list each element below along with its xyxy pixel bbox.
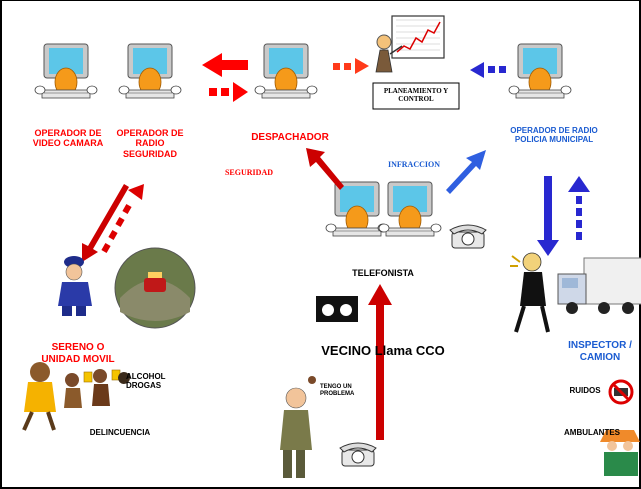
- label-ruidos: RUIDOS: [569, 386, 601, 395]
- label-seguridad: SEGURIDAD: [224, 168, 273, 177]
- arrow-sereno-to-radio: [101, 184, 144, 253]
- operator-radio-policia: [508, 43, 572, 99]
- arrow-despachador-to-radio: [202, 53, 248, 77]
- label-operador-radio-policia: OPERADOR DE RADIO POLICIA MUNICIPAL: [510, 126, 598, 145]
- label-tengo-un-problema: TENGO UN PROBLEMA: [320, 384, 355, 397]
- arrow-vecino-to-telefonista: [368, 284, 392, 440]
- label-operador-radio-seguridad: OPERADOR DE RADIO SEGURIDAD: [116, 128, 184, 159]
- planning-label-box: [372, 82, 460, 110]
- arrow-inspector-to-policia: [568, 176, 590, 240]
- operator-radio-seguridad: [118, 43, 182, 99]
- patrol-car-image: [114, 247, 196, 329]
- old-man-icon: [280, 376, 316, 478]
- street-vendors-icon: [600, 430, 640, 476]
- arrow-policia-to-planeamiento: [470, 62, 506, 78]
- arrow-telefonista-to-despachador: [306, 148, 344, 190]
- inspector-icon: [510, 252, 550, 333]
- arrow-telefonista-to-policia: [446, 150, 486, 194]
- label-vecino-llama-cco: VECINO Llama CCO: [321, 343, 445, 358]
- label-sereno-unidad-movil: SERENO O UNIDAD MOVIL: [41, 342, 115, 365]
- arrow-policia-to-inspector: [537, 176, 559, 256]
- operator-telefonista-2: [378, 181, 442, 237]
- label-ambulantes: AMBULANTES: [564, 428, 620, 437]
- no-noise-sign-icon: [608, 379, 634, 405]
- label-telefonista: TELEFONISTA: [352, 268, 414, 278]
- label-inspector-camion: INSPECTOR / CAMION: [568, 340, 632, 363]
- label-infraccion: INFRACCION: [388, 160, 440, 169]
- arrow-radio-to-sereno: [82, 184, 129, 262]
- operator-despachador: [254, 43, 318, 99]
- arrow-radio-to-despachador: [209, 82, 248, 102]
- label-operador-video-camara: OPERADOR DE VIDEO CAMARA: [32, 128, 104, 149]
- label-alcohol-drogas: ALCOHOL DROGAS: [126, 372, 166, 391]
- police-officer-icon: [58, 256, 92, 316]
- truck-icon: [557, 257, 641, 314]
- operator-video-camera: [34, 43, 98, 99]
- arrow-despachador-to-planeamiento: [333, 58, 369, 74]
- planning-chart-icon: [375, 15, 445, 73]
- label-planeamiento-control: PLANEAMIENTO Y CONTROL: [383, 87, 449, 104]
- label-despachador: DESPACHADOR: [251, 132, 329, 143]
- drunk-people-icon: [22, 362, 130, 431]
- label-delincuencia: DELINCUENCIA: [89, 428, 151, 437]
- telephone-icon: [449, 224, 487, 249]
- cassette-icon: [316, 296, 358, 322]
- old-telephone-icon: [339, 442, 377, 467]
